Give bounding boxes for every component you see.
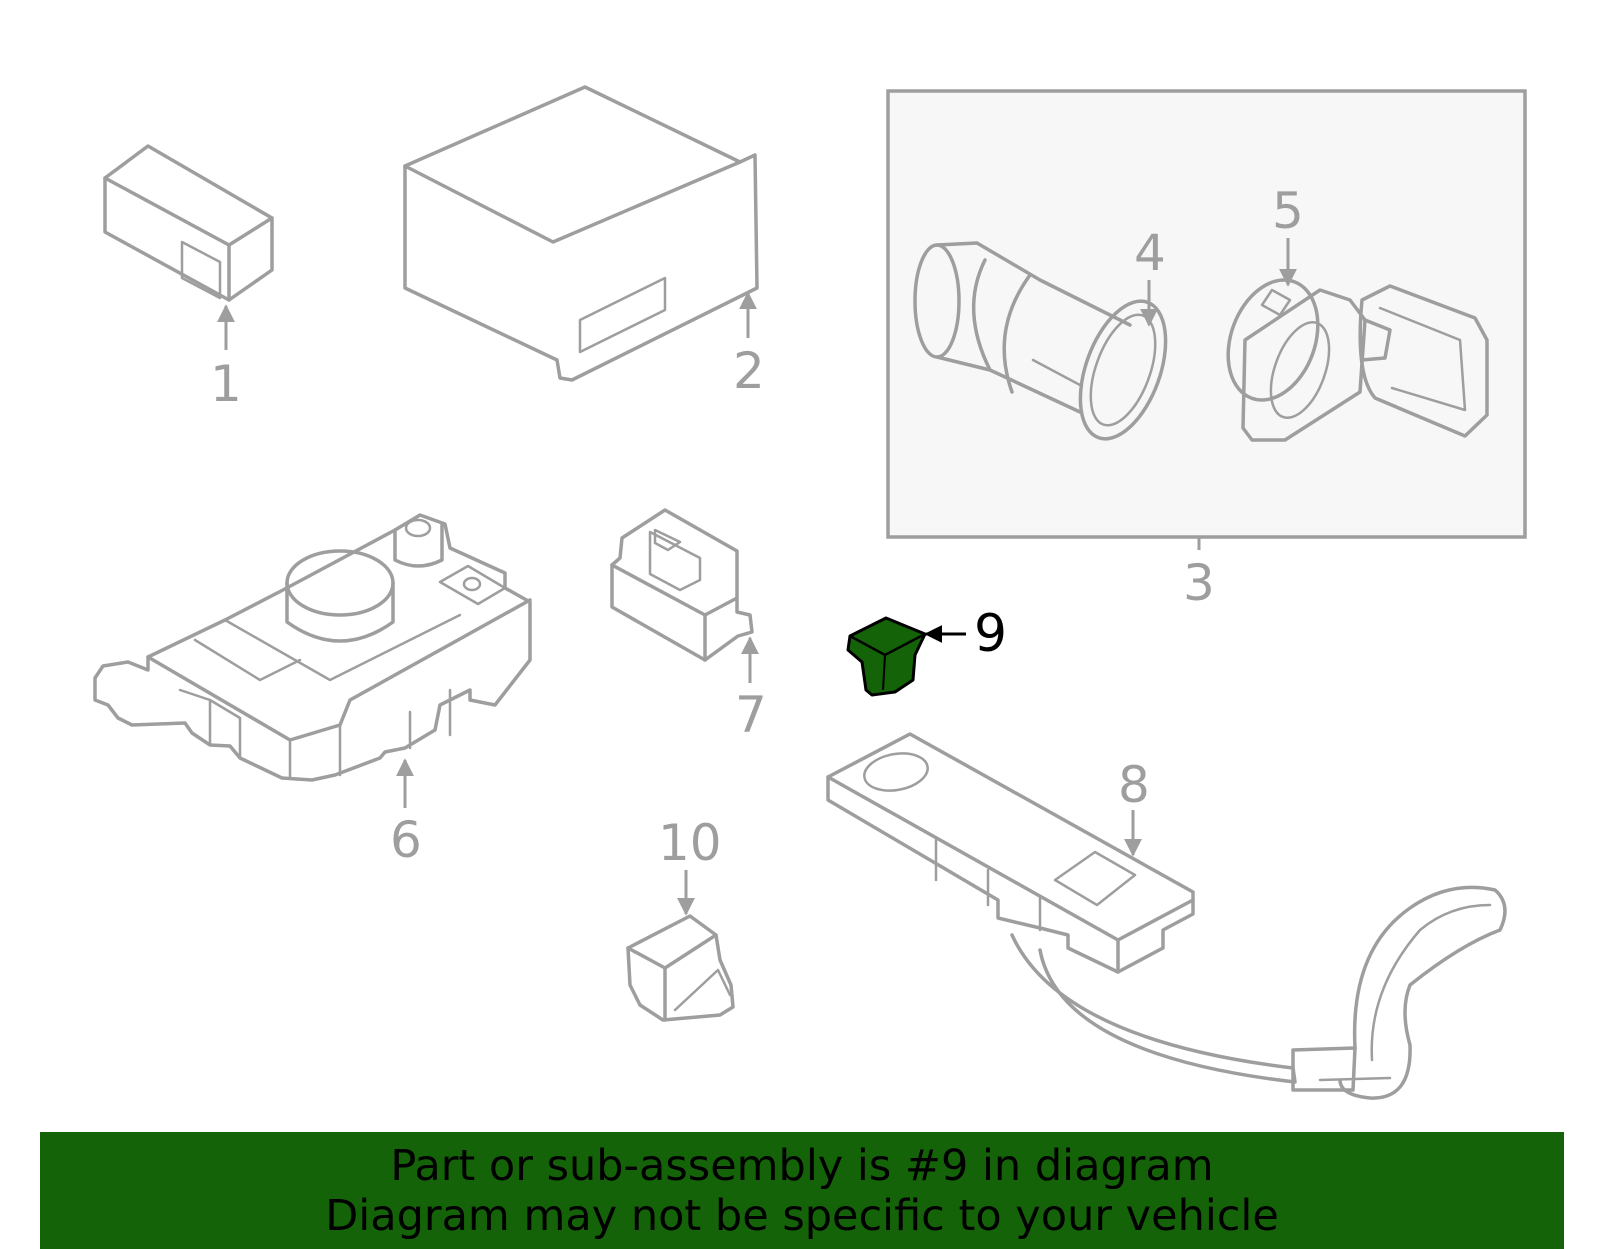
callout-8: 8 xyxy=(1118,756,1150,814)
part-7-switch xyxy=(610,508,754,662)
part-8-antenna-bar xyxy=(826,732,1507,1100)
part-10-sensor xyxy=(626,914,735,1022)
callout-6: 6 xyxy=(390,811,422,869)
callout-4: 4 xyxy=(1134,224,1166,282)
banner-line-2: Diagram may not be specific to your vehi… xyxy=(325,1190,1279,1241)
subassembly-3-frame xyxy=(886,89,1527,539)
info-banner: Part or sub-assembly is #9 in diagram Di… xyxy=(40,1132,1564,1249)
callout-3: 3 xyxy=(1183,554,1215,612)
callout-10: 10 xyxy=(658,814,722,872)
callout-1: 1 xyxy=(210,355,242,413)
part-9-clip-highlighted xyxy=(846,616,927,697)
part-6-console-module xyxy=(93,513,532,782)
callout-7: 7 xyxy=(735,686,767,744)
banner-line-1: Part or sub-assembly is #9 in diagram xyxy=(390,1140,1214,1191)
part-1-module xyxy=(103,144,274,302)
callout-2: 2 xyxy=(733,342,765,400)
callout-5: 5 xyxy=(1272,182,1304,240)
part-9-shape xyxy=(846,616,927,697)
part-2-control-unit xyxy=(403,85,759,382)
part-4-lock-cylinder xyxy=(913,241,1168,441)
callout-9: 9 xyxy=(974,604,1007,664)
